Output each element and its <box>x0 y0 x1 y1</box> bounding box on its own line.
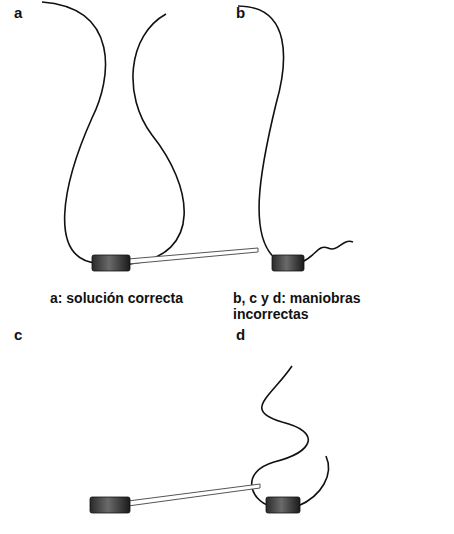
spool <box>266 497 300 513</box>
spool <box>92 255 130 271</box>
thread-strand <box>42 2 106 263</box>
spool <box>90 497 130 513</box>
panel-letter: d <box>236 326 245 343</box>
thread-strand <box>238 6 284 262</box>
panel-letter: c <box>14 326 22 343</box>
needle-rod <box>128 248 258 264</box>
spool <box>272 255 304 271</box>
thread-strand <box>298 456 328 506</box>
thread-strand <box>130 14 184 264</box>
caption-text: a: solución correcta <box>50 290 183 306</box>
needle-rod <box>128 484 260 506</box>
panel-letter: a <box>14 4 22 21</box>
caption-text: b, c y d: maniobras incorrectas <box>233 290 408 322</box>
thread-loose-end <box>302 241 353 262</box>
panel-letter: b <box>236 4 245 21</box>
